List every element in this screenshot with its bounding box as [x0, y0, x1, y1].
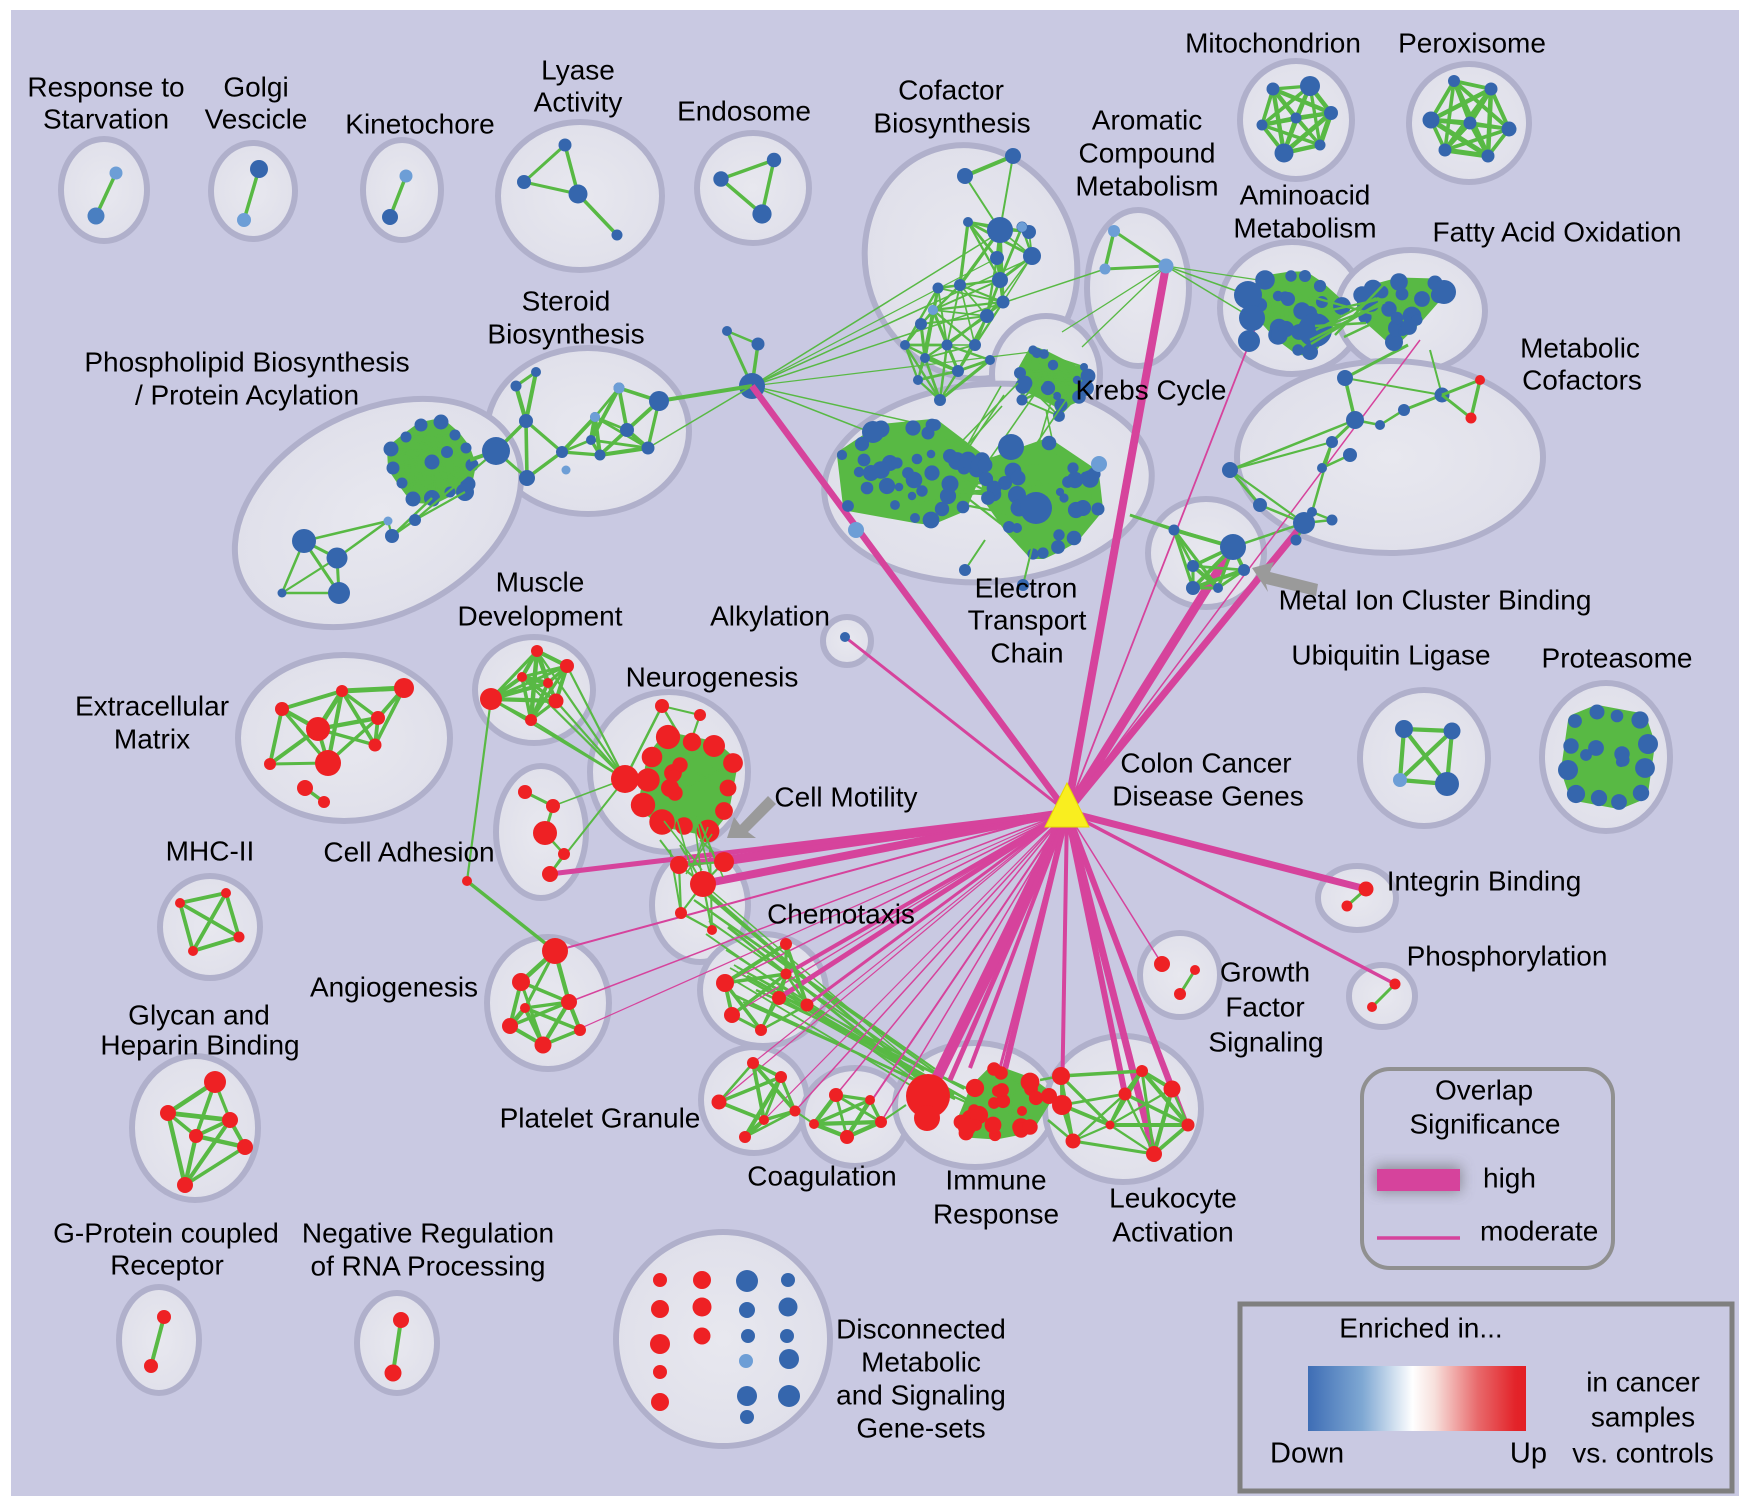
svg-text:Enriched in...: Enriched in... — [1339, 1312, 1502, 1343]
svg-text:Matrix: Matrix — [114, 723, 190, 754]
svg-text:Integrin Binding: Integrin Binding — [1387, 865, 1582, 896]
svg-text:Peroxisome: Peroxisome — [1398, 27, 1546, 58]
svg-text:Steroid: Steroid — [522, 285, 611, 316]
svg-text:Negative Regulation: Negative Regulation — [302, 1217, 554, 1248]
svg-text:Metabolic: Metabolic — [861, 1346, 981, 1377]
svg-text:Transport: Transport — [968, 604, 1087, 635]
svg-text:Leukocyte: Leukocyte — [1109, 1182, 1237, 1213]
svg-text:Biosynthesis: Biosynthesis — [487, 318, 644, 349]
svg-text:Extracellular: Extracellular — [75, 690, 229, 721]
svg-text:Heparin Binding: Heparin Binding — [100, 1029, 299, 1060]
svg-text:Response to: Response to — [27, 71, 184, 102]
svg-text:MHC-II: MHC-II — [166, 835, 255, 866]
svg-text:Cell Adhesion: Cell Adhesion — [323, 836, 494, 867]
svg-text:Cell Motility: Cell Motility — [774, 781, 917, 812]
svg-text:Muscle: Muscle — [496, 566, 585, 597]
svg-text:Metabolism: Metabolism — [1075, 170, 1218, 201]
svg-text:Neurogenesis: Neurogenesis — [626, 661, 799, 692]
svg-text:Mitochondrion: Mitochondrion — [1185, 27, 1361, 58]
svg-text:Ubiquitin Ligase: Ubiquitin Ligase — [1291, 639, 1490, 670]
svg-text:in cancer: in cancer — [1586, 1366, 1700, 1397]
svg-text:Aromatic: Aromatic — [1092, 104, 1202, 135]
svg-text:Kinetochore: Kinetochore — [345, 108, 494, 139]
svg-text:Metal Ion Cluster Binding: Metal Ion Cluster Binding — [1279, 584, 1592, 615]
svg-text:vs. controls: vs. controls — [1572, 1437, 1714, 1468]
svg-text:G-Protein coupled: G-Protein coupled — [53, 1217, 279, 1248]
svg-text:Activation: Activation — [1112, 1216, 1233, 1247]
svg-text:of RNA Processing: of RNA Processing — [311, 1250, 546, 1281]
svg-text:Disease Genes: Disease Genes — [1112, 780, 1303, 811]
svg-text:Chain: Chain — [990, 637, 1063, 668]
svg-text:/ Protein Acylation: / Protein Acylation — [135, 379, 359, 410]
svg-text:Signaling: Signaling — [1208, 1026, 1323, 1057]
svg-text:Cofactor: Cofactor — [898, 74, 1004, 105]
svg-text:Activity: Activity — [534, 86, 623, 117]
svg-text:Compound: Compound — [1079, 137, 1216, 168]
svg-text:Growth: Growth — [1220, 956, 1310, 987]
svg-text:Electron: Electron — [975, 572, 1078, 603]
svg-text:samples: samples — [1591, 1401, 1695, 1432]
svg-text:Fatty Acid Oxidation: Fatty Acid Oxidation — [1432, 216, 1681, 247]
svg-text:Golgi: Golgi — [223, 71, 288, 102]
svg-text:Colon Cancer: Colon Cancer — [1120, 747, 1291, 778]
svg-text:Metabolic: Metabolic — [1520, 332, 1640, 363]
svg-text:Proteasome: Proteasome — [1542, 642, 1693, 673]
svg-text:Lyase: Lyase — [541, 54, 615, 85]
svg-text:Platelet Granule: Platelet Granule — [500, 1102, 701, 1133]
svg-text:Gene-sets: Gene-sets — [856, 1412, 985, 1443]
svg-text:Down: Down — [1270, 1438, 1344, 1470]
svg-text:Biosynthesis: Biosynthesis — [873, 107, 1030, 138]
svg-text:Development: Development — [458, 600, 623, 631]
svg-text:Metabolism: Metabolism — [1233, 212, 1376, 243]
svg-text:Phospholipid Biosynthesis: Phospholipid Biosynthesis — [84, 346, 409, 377]
svg-text:Alkylation: Alkylation — [710, 600, 830, 631]
svg-text:and Signaling: and Signaling — [836, 1379, 1006, 1410]
svg-text:Coagulation: Coagulation — [747, 1160, 896, 1191]
svg-text:Immune: Immune — [945, 1164, 1046, 1195]
svg-text:Glycan and: Glycan and — [128, 999, 270, 1030]
svg-text:Overlap: Overlap — [1435, 1074, 1533, 1105]
svg-text:Phosphorylation: Phosphorylation — [1407, 940, 1608, 971]
svg-text:Krebs Cycle: Krebs Cycle — [1076, 374, 1227, 405]
svg-text:high: high — [1483, 1162, 1536, 1193]
svg-text:Significance: Significance — [1410, 1108, 1561, 1139]
svg-text:Response: Response — [933, 1198, 1059, 1229]
svg-text:Disconnected: Disconnected — [836, 1313, 1006, 1344]
svg-text:Up: Up — [1510, 1438, 1547, 1470]
svg-text:Cofactors: Cofactors — [1522, 364, 1642, 395]
svg-text:Angiogenesis: Angiogenesis — [310, 971, 478, 1002]
svg-text:Starvation: Starvation — [43, 103, 169, 134]
svg-text:Endosome: Endosome — [677, 95, 811, 126]
svg-text:moderate: moderate — [1480, 1215, 1598, 1246]
svg-text:Receptor: Receptor — [110, 1249, 224, 1280]
svg-text:Chemotaxis: Chemotaxis — [767, 898, 915, 929]
svg-text:Aminoacid: Aminoacid — [1240, 179, 1371, 210]
svg-text:Vescicle: Vescicle — [205, 103, 308, 134]
svg-text:Factor: Factor — [1225, 991, 1304, 1022]
